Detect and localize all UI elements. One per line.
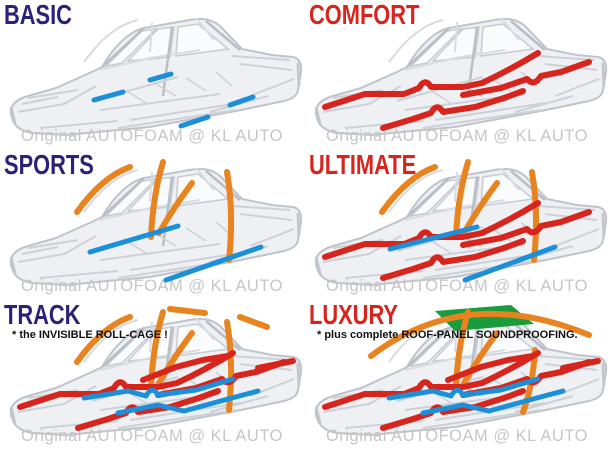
luxury-green-roof-panel [435,305,534,331]
sports-blue-sill-strips [87,223,264,283]
track-blue-foam-tubes [81,376,261,416]
sports-orange-pillar-tubes [74,159,235,263]
track-red-foam-tubes [17,350,296,431]
package-subtitle-luxury: * plus complete ROOF-PANEL SOUNDPROOFING… [317,329,578,341]
car-illustration-comfort: Original AUTOFOAM @ KL AUTO [314,17,608,145]
panel-sports: SPORTS Original AUTOFOAM @ KL AUTO [0,150,305,300]
panel-ultimate: ULTIMATE Original AUTOFOAM @ KL AUTO [305,150,610,300]
package-title-luxury: LUXURY [309,300,398,330]
track-orange-rollcage-tubes [74,306,270,413]
car-illustration-ultimate: Original AUTOFOAM @ KL AUTO [314,159,608,295]
car-body-shell [314,17,608,136]
comfort-red-foam-tubes [322,50,592,131]
car-illustration-luxury: Original AUTOFOAM @ KL AUTO [314,305,608,445]
package-title-ultimate: ULTIMATE [309,150,417,180]
panel-basic: BASIC Original AUTOFOAM @ KL AUTO [0,0,305,150]
ultimate-blue-sill-strips [387,224,558,283]
watermark-text: Original AUTOFOAM @ KL AUTO [326,427,588,445]
package-title-sports: SPORTS [4,150,94,180]
watermark-text: Original AUTOFOAM @ KL AUTO [21,427,283,445]
watermark-text: Original AUTOFOAM @ KL AUTO [326,127,588,145]
package-title-track: TRACK [4,300,81,330]
basic-blue-foam-strips [91,71,256,129]
panel-track: TRACK * the INVISIBLE ROLL-CAGE ! Origin… [0,300,305,450]
car-illustration-basic: Original AUTOFOAM @ KL AUTO [9,17,303,145]
watermark-text: Original AUTOFOAM @ KL AUTO [21,277,283,295]
package-title-comfort: COMFORT [309,0,420,30]
luxury-blue-foam-tubes [386,376,566,416]
car-illustration-sports: Original AUTOFOAM @ KL AUTO [9,159,303,295]
panel-comfort: COMFORT Original AUTOFOAM @ KL AUTO [305,0,610,150]
package-title-basic: BASIC [4,0,72,30]
watermark-text: Original AUTOFOAM @ KL AUTO [326,277,588,295]
watermark-text: Original AUTOFOAM @ KL AUTO [21,127,283,145]
car-illustration-track: Original AUTOFOAM @ KL AUTO [9,306,303,445]
package-subtitle-track: * the INVISIBLE ROLL-CAGE ! [12,329,168,341]
panel-luxury: LUXURY * plus complete ROOF-PANEL SOUNDP… [305,300,610,450]
